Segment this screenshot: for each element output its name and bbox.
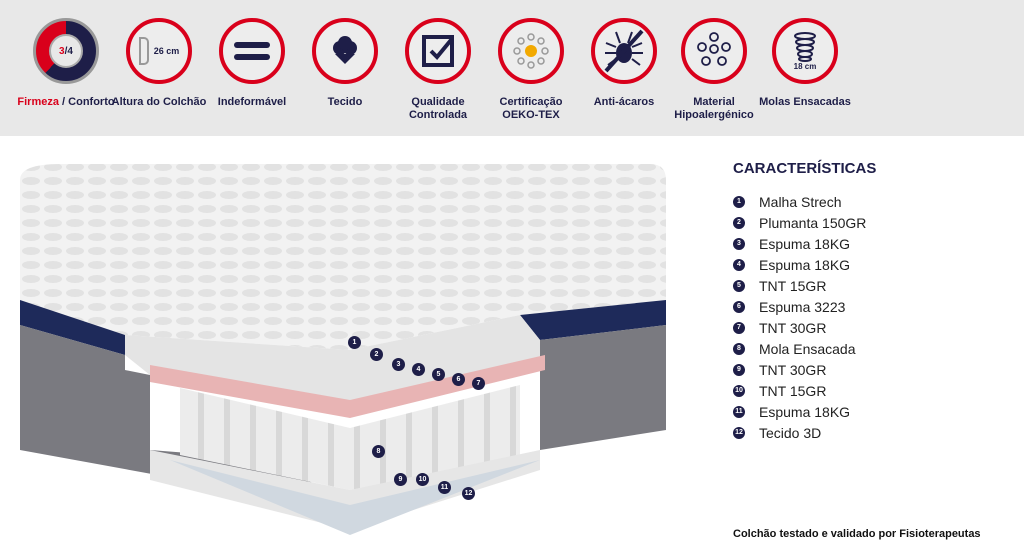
firmness-gauge-icon: 3/4 — [33, 18, 99, 84]
layer-marker: 3 — [392, 358, 405, 371]
feature-hypoallergenic: Material Hipoalergénico — [664, 18, 764, 122]
layer-marker: 7 — [472, 377, 485, 390]
specs-title: CARACTERÍSTICAS — [733, 160, 877, 177]
feature-indeformable: Indeformável — [202, 18, 302, 109]
equals-icon — [219, 18, 285, 84]
mattress-height-icon: 26 cm — [126, 18, 192, 84]
feature-pocket-springs: 18 cm Molas Ensacadas — [755, 18, 855, 109]
layer-marker: 6 — [452, 373, 465, 386]
oeko-tex-icon — [498, 18, 564, 84]
feature-anti-mites: Anti-ácaros — [574, 18, 674, 109]
layer-marker: 4 — [412, 363, 425, 376]
layer-marker: 12 — [462, 487, 475, 500]
no-mites-icon — [591, 18, 657, 84]
hypoallergenic-icon — [681, 18, 747, 84]
feature-fabric: Tecido — [295, 18, 395, 109]
layer-marker: 8 — [372, 445, 385, 458]
features-band: 3/4 Firmeza / Conforto 26 cm Altura do C… — [0, 0, 1024, 136]
feature-oeko-tex: Certificação OEKO-TEX — [481, 18, 581, 122]
layer-marker: 10 — [416, 473, 429, 486]
footer-note: Colchão testado e validado por Fisiotera… — [733, 528, 981, 540]
feature-firmness: 3/4 Firmeza / Conforto — [16, 18, 116, 109]
cotton-flower-icon — [312, 18, 378, 84]
layer-marker: 9 — [394, 473, 407, 486]
checkbox-icon — [405, 18, 471, 84]
mattress-cutaway-image: 1 2 3 4 5 6 7 8 9 10 11 12 — [20, 160, 670, 540]
layer-marker: 1 — [348, 336, 361, 349]
layer-marker: 2 — [370, 348, 383, 361]
layer-marker: 11 — [438, 481, 451, 494]
feature-quality: Qualidade Controlada — [388, 18, 488, 122]
spring-icon: 18 cm — [772, 18, 838, 84]
layer-marker: 5 — [432, 368, 445, 381]
feature-height: 26 cm Altura do Colchão — [109, 18, 209, 109]
